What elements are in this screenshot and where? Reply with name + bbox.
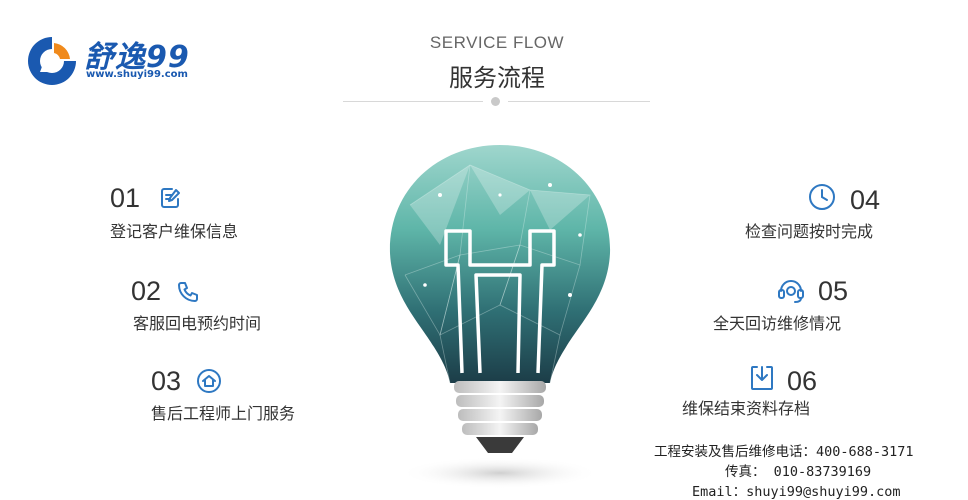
- lightbulb-illustration: [389, 145, 611, 489]
- service-hotline: 工程安装及售后维修电话：400-688-3171: [654, 444, 914, 460]
- step-04-label: 检查问题按时完成: [745, 222, 874, 241]
- fax-number: 传真： 010-83739169: [725, 464, 872, 480]
- step-01-number: 01: [110, 183, 141, 213]
- phone-icon: [176, 280, 200, 304]
- divider-left: [343, 101, 483, 102]
- logo-mark-icon: [28, 37, 76, 85]
- logo-url: www.shuyi99.com: [86, 69, 188, 80]
- section-title-cn: 服务流程: [449, 64, 545, 92]
- download-archive-icon: [749, 364, 775, 392]
- step-06-label: 维保结束资料存档: [682, 399, 811, 418]
- home-icon: [196, 368, 222, 394]
- step-01-label: 登记客户维保信息: [110, 222, 239, 241]
- step-02-number: 02: [131, 276, 162, 306]
- edit-document-icon: [158, 186, 182, 210]
- divider-right: [508, 101, 650, 102]
- contact-email: Email：shuyi99@shuyi99.com: [692, 484, 901, 500]
- logo-brand-text: 舒逸99: [84, 40, 190, 75]
- step-02-label: 客服回电预约时间: [133, 314, 262, 333]
- step-05-number: 05: [818, 276, 849, 306]
- logo[interactable]: [24, 34, 224, 90]
- clock-icon: [808, 183, 836, 211]
- step-03-number: 03: [151, 366, 182, 396]
- headset-icon: [776, 276, 806, 304]
- step-04-number: 04: [850, 185, 881, 215]
- divider-dot: [491, 97, 500, 106]
- section-title-en: SERVICE FLOW: [429, 33, 565, 52]
- step-03-label: 售后工程师上门服务: [151, 404, 296, 423]
- step-06-number: 06: [787, 366, 818, 396]
- step-05-label: 全天回访维修情况: [713, 314, 842, 333]
